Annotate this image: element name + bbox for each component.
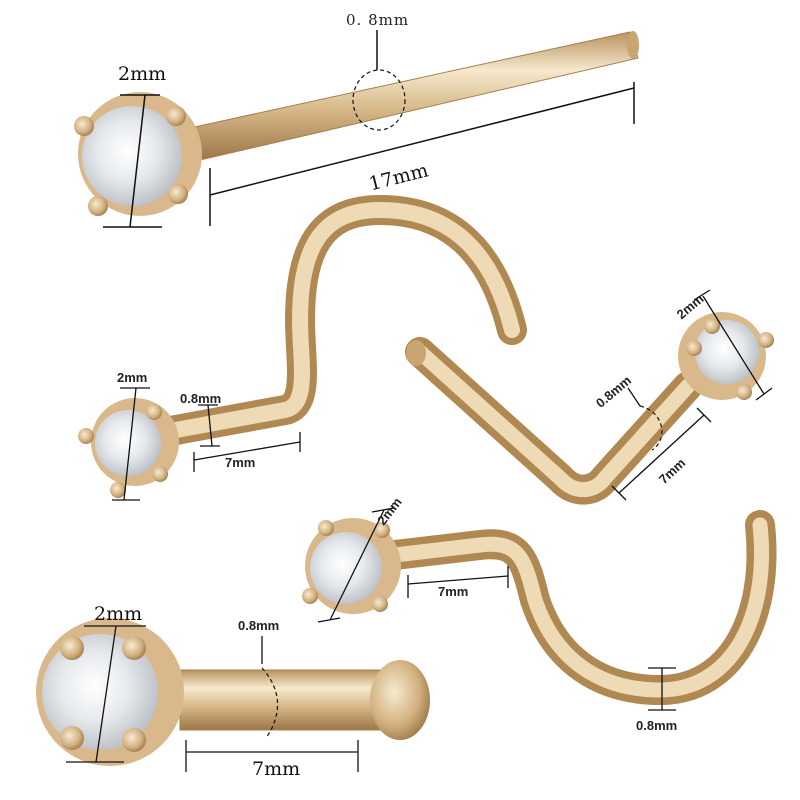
left-screw-stud bbox=[78, 194, 527, 498]
right-screw-diameter-label: 0.8mm bbox=[593, 373, 634, 411]
right-screw-stone bbox=[695, 320, 759, 384]
left-screw-stone-label: 2mm bbox=[117, 370, 147, 385]
bone-stud-length-label: 7mm bbox=[252, 758, 300, 780]
bone-stud-stone bbox=[42, 634, 158, 750]
left-screw-diameter-label: 0.8mm bbox=[180, 391, 221, 406]
left-screw-dimensions: 2mm 0.8mm 7mm bbox=[112, 370, 301, 501]
right-screw-length-label: 7mm bbox=[656, 455, 688, 487]
straight-pin-diameter-label: 0. 8mm bbox=[346, 11, 409, 29]
left-screw-length-label: 7mm bbox=[225, 455, 255, 470]
bone-stud-diameter-label: 0.8mm bbox=[238, 618, 279, 633]
bone-stud bbox=[36, 618, 430, 766]
bone-stud-stone-label: 2mm bbox=[94, 603, 142, 625]
straight-pin-stud bbox=[74, 31, 639, 216]
bottom-screw-length-label: 7mm bbox=[438, 584, 468, 599]
bone-stud-dimensions: 2mm 0.8mm 7mm bbox=[66, 603, 359, 780]
right-screw-stud bbox=[405, 312, 774, 505]
straight-pin-stone bbox=[82, 106, 182, 206]
bottom-screw-stone-label: 2mm bbox=[374, 495, 405, 528]
bottom-screw-stud bbox=[302, 510, 777, 706]
straight-pin-stone-label: 2mm bbox=[118, 63, 166, 85]
straight-pin-length-label: 17mm bbox=[367, 159, 431, 195]
left-screw-stone bbox=[95, 410, 161, 476]
bottom-screw-stone bbox=[310, 532, 382, 604]
bottom-screw-diameter-label: 0.8mm bbox=[636, 718, 677, 733]
bone-stud-ball-end bbox=[370, 660, 430, 740]
